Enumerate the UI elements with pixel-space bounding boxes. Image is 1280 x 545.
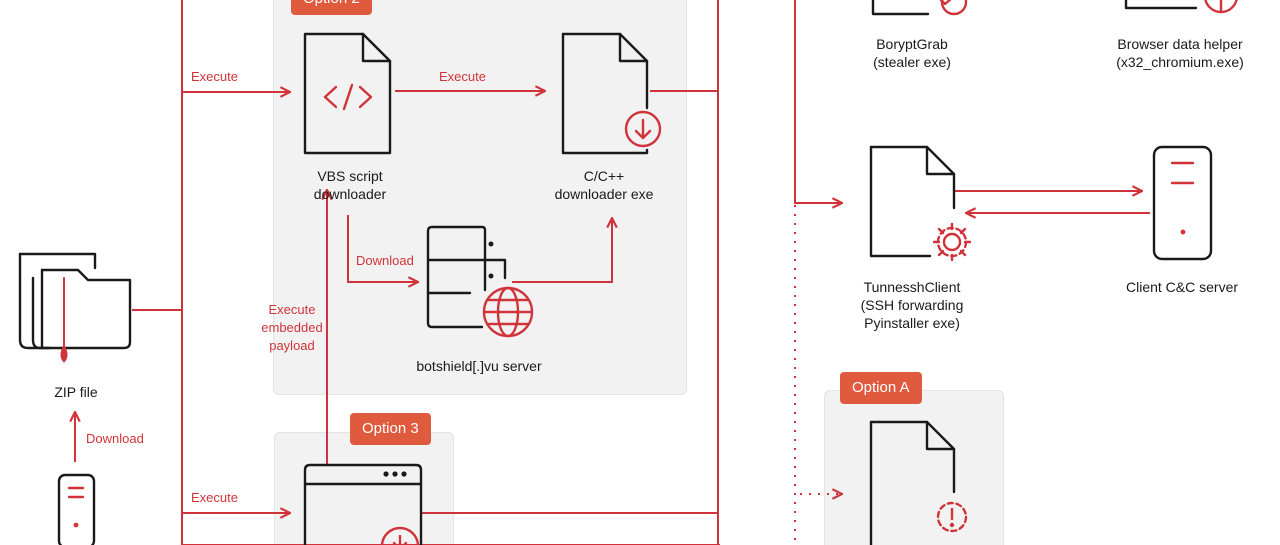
phone-icon (57, 473, 96, 545)
tunnel-gear-file-icon (869, 145, 972, 262)
option-2-panel (273, 0, 687, 395)
borypt-gear-file-icon (871, 0, 968, 16)
edge-label-execute-bottom: Execute (191, 490, 238, 505)
edge-server-cpp (512, 218, 612, 283)
zip-file-label: ZIP file (54, 384, 98, 400)
cnc-server-label: Client C&C server (1125, 279, 1239, 295)
edge-download-server (347, 215, 418, 282)
cpp-downloader-label: C/C++ downloader exe (554, 168, 654, 202)
botshield-server-label: botshield[.]vu server (416, 358, 542, 374)
browser-helper-label: Browser data helper (x32_chromium.exe) (1116, 36, 1244, 70)
edge-label-execute-mid: Execute (439, 69, 486, 84)
edge-label-download-zip: Download (86, 431, 144, 446)
folder-icon (18, 252, 132, 363)
tunnessh-client-label: TunnesshClient (SSH forwarding Pyinstall… (860, 279, 964, 331)
code-file-icon (303, 32, 392, 155)
browser-helper-globe-file-icon (1124, 0, 1238, 14)
option-a-badge: Option A (840, 372, 922, 404)
edge-label-download-server: Download (356, 253, 414, 268)
option-2-badge: Option 2 (291, 0, 372, 15)
boryptgrab-label: BoryptGrab (stealer exe) (873, 36, 951, 70)
download-file-icon (561, 32, 662, 155)
vbs-downloader-label: VBS script downloader (313, 168, 387, 202)
option-3-badge: Option 3 (350, 413, 431, 445)
browser-window-icon (303, 463, 423, 545)
connector-lines (75, 0, 1150, 545)
right-column-trunk (794, 0, 842, 203)
edge-label-execute-payload: Execute embedded payload (261, 302, 323, 353)
edge-label-execute-top: Execute (191, 69, 238, 84)
server-globe-icon (426, 225, 534, 338)
alert-file-icon (869, 420, 968, 545)
cnc-server-icon (1152, 145, 1213, 261)
